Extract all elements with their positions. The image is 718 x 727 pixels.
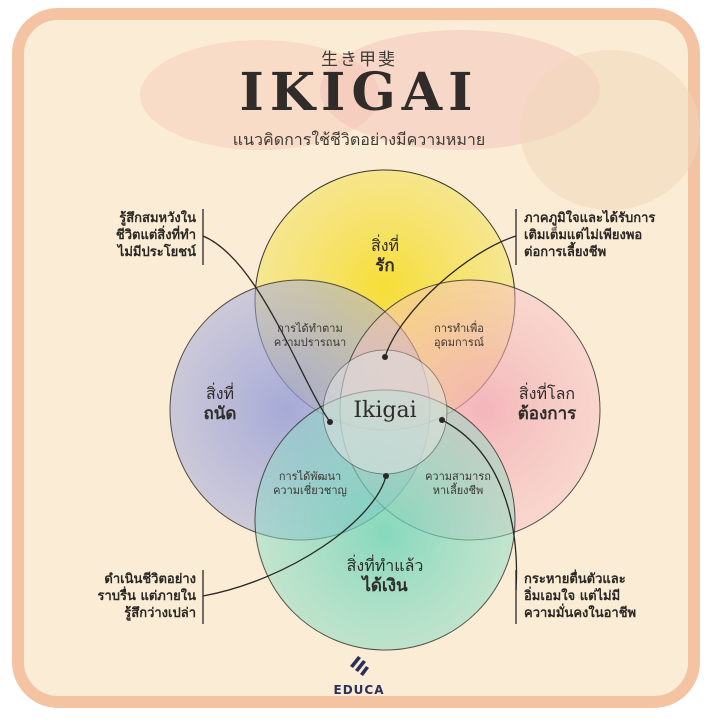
label-love: สิ่งที่ รัก (325, 236, 445, 277)
overlap-vocation-line: หาเลี้ยงชีพ (432, 484, 484, 497)
overlap-mission-line: อุดมการณ์ (434, 336, 484, 349)
note-bottom-left-line: ดำเนินชีวิตอย่าง (104, 572, 196, 587)
label-world-needs: สิ่งที่โลก ต้องการ (492, 384, 602, 425)
label-paid-for-line1: สิ่งที่ทำแล้ว (346, 556, 424, 575)
educa-logo-icon (350, 656, 369, 676)
note-bottom-left-line: รู้สึกว่างเปล่า (124, 606, 196, 621)
note-bottom-right-line: กระหายตื่นตัวและ (524, 572, 626, 587)
note-bottom-left-line: ราบรื่น แต่ภายใน (97, 589, 196, 604)
label-world-needs-line2: ต้องการ (517, 404, 577, 424)
leader-bottom-left (202, 475, 387, 597)
label-good-at: สิ่งที่ ถนัด (170, 384, 270, 425)
label-paid-for-line2: ได้เงิน (362, 576, 408, 596)
overlap-vocation-line: ความสามารถ (425, 470, 491, 483)
note-top-right-line: ต่อการเลี้ยงชีพ (524, 245, 607, 260)
dot-bottom-right (439, 417, 445, 423)
overlap-passion: การได้ทำตาม ความปรารถนา (262, 322, 358, 350)
overlap-mission-line: การทำเพื่อ (434, 322, 484, 335)
label-love-line2: รัก (375, 256, 395, 276)
leader-bottom-right (441, 419, 518, 591)
note-bottom-left: ดำเนินชีวิตอย่าง ราบรื่น แต่ภายใน รู้สึก… (60, 571, 196, 622)
leader-top-right (384, 235, 517, 358)
dot-top-right (382, 354, 388, 360)
dot-bottom-left (383, 473, 389, 479)
note-top-right: ภาคภูมิใจและได้รับการ เติมเต็มแต่ไม่เพีย… (524, 210, 694, 261)
label-good-at-line2: ถนัด (203, 404, 237, 424)
overlap-mission: การทำเพื่อ อุดมการณ์ (414, 322, 504, 350)
brand-name: EDUCA (333, 683, 385, 697)
overlap-passion-line: ความปรารถนา (273, 336, 347, 349)
leader-top-left (202, 235, 331, 423)
wash-left (140, 40, 380, 150)
note-bottom-right: กระหายตื่นตัวและ อิ่มเอมใจ แต่ไม่มี ความ… (524, 571, 694, 622)
japanese-title: 生き甲斐 (321, 50, 397, 70)
overlap-profession: การได้พัฒนา ความเชี่ยวชาญ (262, 470, 358, 498)
center-label: Ikigai (353, 398, 417, 423)
label-world-needs-line1: สิ่งที่โลก (518, 384, 576, 403)
note-top-left-line: ไม่มีประโยชน์ (117, 245, 196, 260)
overlap-vocation: ความสามารถ หาเลี้ยงชีพ (410, 470, 506, 498)
label-paid-for: สิ่งที่ทำแล้ว ได้เงิน (320, 556, 450, 597)
label-good-at-line1: สิ่งที่ (205, 384, 235, 403)
page-subtitle: แนวคิดการใช้ชีวิตอย่างมีความหมาย (232, 130, 486, 149)
note-top-right-line: ภาคภูมิใจและได้รับการ (524, 211, 656, 226)
note-top-left: รู้สึกสมหวังใน ชีวิตแต่สิ่งที่ทำ ไม่มีปร… (68, 210, 196, 261)
note-bottom-right-line: ความมั่นคงในอาชีพ (524, 606, 637, 621)
overlap-profession-line: การได้พัฒนา (278, 470, 342, 483)
page-title: IKIGAI (239, 62, 479, 123)
note-top-left-line: รู้สึกสมหวังใน (119, 211, 196, 226)
label-love-line1: สิ่งที่ (370, 236, 400, 255)
wash-far-right (520, 50, 700, 210)
overlap-profession-line: ความเชี่ยวชาญ (273, 484, 347, 497)
dot-top-left (327, 419, 333, 425)
overlap-passion-line: การได้ทำตาม (277, 322, 343, 335)
note-top-left-line: ชีวิตแต่สิ่งที่ทำ (115, 228, 196, 243)
note-top-right-line: เติมเต็มแต่ไม่เพียงพอ (524, 228, 643, 243)
note-bottom-right-line: อิ่มเอมใจ แต่ไม่มี (524, 589, 621, 604)
